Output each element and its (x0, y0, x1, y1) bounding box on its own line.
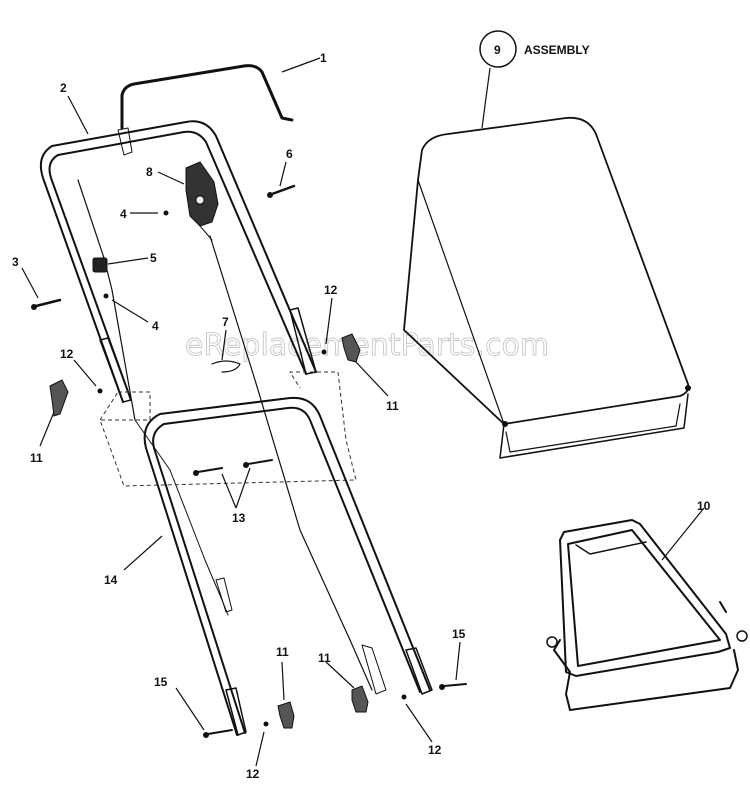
part-12-washer (321, 349, 327, 355)
part-1-handle-bracket (117, 64, 294, 156)
callout-11: 11 (318, 651, 331, 665)
part-11-knob (49, 379, 69, 417)
callout-12: 12 (324, 283, 338, 297)
callout-11: 11 (386, 399, 399, 413)
callout-11: 11 (276, 645, 289, 659)
part-4-nut (163, 210, 169, 216)
part-6-bolt (267, 184, 296, 198)
part-5-cable-clip (77, 179, 136, 421)
callout-7: 7 (222, 315, 229, 329)
callout-12: 12 (428, 743, 442, 757)
part-14-lower-handle (143, 396, 433, 736)
assembly-label: ASSEMBLY (524, 43, 590, 57)
watermark: eReplacementParts.com (185, 328, 549, 363)
callout-14: 14 (104, 573, 118, 587)
part-4-nut (103, 293, 109, 299)
callout-10: 10 (697, 499, 711, 513)
part-12-washer (97, 388, 103, 394)
part-11-knob (351, 685, 369, 713)
callout-12: 12 (246, 767, 260, 781)
callout-numbers: 1 2 3 4 4 5 6 7 8 10 11 11 11 11 12 12 1… (12, 51, 711, 781)
part-10-bag-frame (546, 519, 748, 711)
callout-15: 15 (154, 675, 168, 689)
part-9-grass-bag (403, 116, 691, 459)
part-12-washer (263, 721, 269, 727)
callout-15: 15 (452, 627, 466, 641)
assembly-callout: 9 ASSEMBLY (479, 30, 590, 68)
part-8-control-lever (185, 161, 219, 241)
callout-4: 4 (120, 207, 127, 221)
callout-5: 5 (150, 251, 157, 265)
callout-4: 4 (152, 319, 159, 333)
control-cable (209, 235, 373, 691)
part-3-bolt (31, 298, 62, 310)
callout-8: 8 (146, 165, 153, 179)
part-7-cable-tie (211, 360, 241, 373)
part-12-washer (401, 694, 407, 700)
callout-6: 6 (286, 147, 293, 161)
callout-2: 2 (60, 81, 67, 95)
part-15-bolt (203, 729, 233, 738)
callout-9: 9 (494, 43, 501, 57)
part-13-bolts (193, 459, 273, 476)
part-15-bolt (439, 683, 467, 690)
callout-13: 13 (232, 511, 246, 525)
callout-11: 11 (30, 451, 43, 465)
callout-12: 12 (60, 347, 74, 361)
callout-1: 1 (320, 51, 327, 65)
leader-lines (21, 57, 705, 767)
callout-3: 3 (12, 255, 19, 269)
part-11-knob (277, 701, 295, 729)
